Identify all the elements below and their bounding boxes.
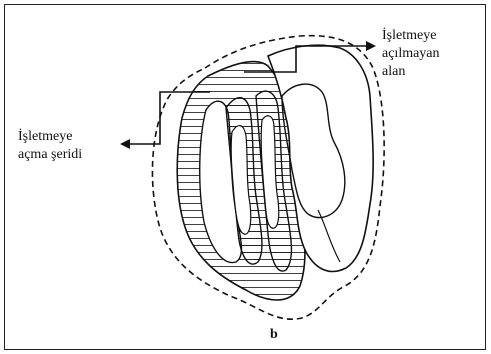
right-arrow-head	[366, 41, 376, 51]
figure-caption: b	[270, 327, 278, 343]
label-mining-strip-line1: İşletmeye	[18, 128, 82, 146]
label-unworked-area-line3: alan	[382, 63, 440, 81]
label-unworked-area: İşletmeye açılmayan alan	[382, 27, 440, 81]
label-unworked-area-line1: İşletmeye	[382, 27, 440, 45]
label-mining-strip: İşletmeye açma şeridi	[18, 128, 82, 164]
label-unworked-area-line2: açılmayan	[382, 45, 440, 63]
left-arrow-head	[120, 139, 130, 149]
label-mining-strip-line2: açma şeridi	[18, 146, 82, 164]
